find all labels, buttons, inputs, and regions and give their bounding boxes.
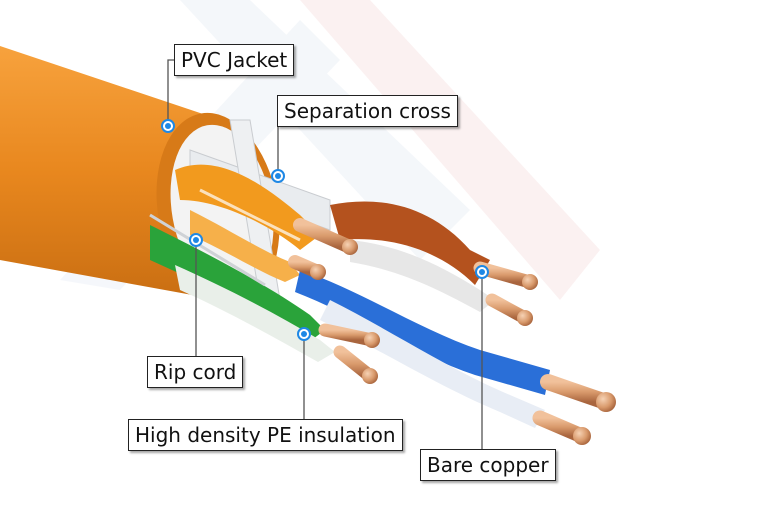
label-pvc-jacket: PVC Jacket	[174, 44, 295, 76]
brown-pair	[330, 201, 495, 312]
green-pair	[150, 225, 335, 362]
callout-dot-bare-copper-core	[479, 269, 485, 275]
callout-dot-pe-insulation-core	[301, 331, 307, 337]
callout-dot-pvc-jacket-core	[165, 123, 171, 129]
copper-conductors	[288, 218, 616, 445]
label-separation-cross: Separation cross	[277, 95, 458, 127]
callout-dot-separation-cross-core	[275, 173, 281, 179]
callout-dot-rip-cord-core	[193, 237, 199, 243]
blue-pair	[295, 270, 550, 428]
label-rip-cord: Rip cord	[147, 356, 244, 388]
rip-cord-strand	[149, 213, 266, 287]
label-bare-copper: Bare copper	[420, 449, 556, 481]
label-pe-insulation: High density PE insulation	[128, 419, 403, 451]
orange-pair	[175, 164, 320, 282]
